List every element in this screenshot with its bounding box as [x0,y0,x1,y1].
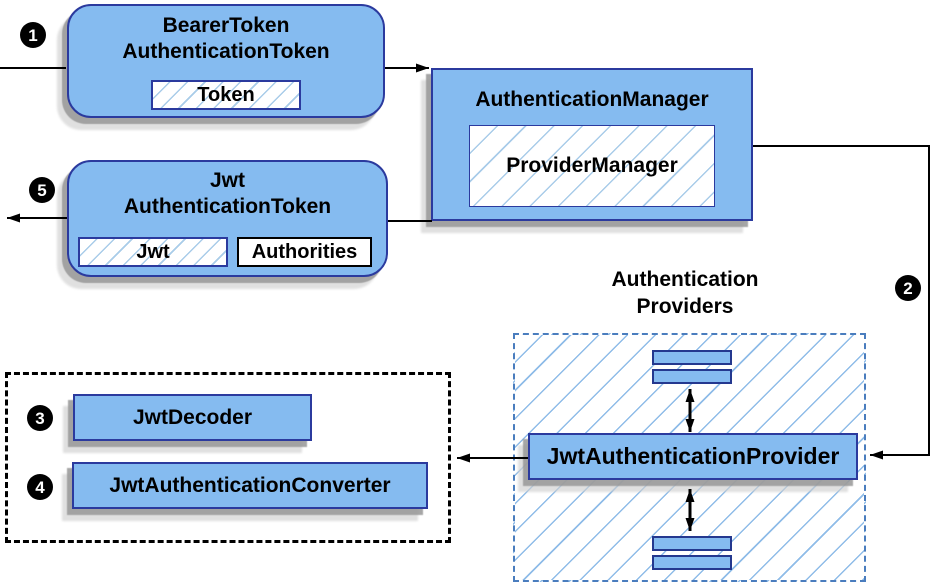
authorities-chip: Authorities [237,237,372,267]
bearer-token-node-title: BearerToken AuthenticationToken [69,6,383,65]
jwt-chip: Jwt [78,237,228,267]
step-1-badge: 1 [20,22,46,48]
jwt-authentication-token-title: Jwt AuthenticationToken [69,162,386,220]
authentication-providers-label-line2: Providers [636,295,734,318]
provider-manager-inner-box: ProviderManager [469,125,715,207]
bearer-token-title-line2: AuthenticationToken [122,40,330,63]
provider-placeholder-bar [652,555,732,570]
provider-placeholder-bar [652,350,732,365]
provider-placeholder-bar [652,536,732,551]
bearer-token-title-line1: BearerToken [162,14,290,37]
step-5-badge: 5 [29,177,55,203]
jwt-authentication-token-title-line2: AuthenticationToken [123,195,332,218]
authentication-providers-label-line1: Authentication [611,268,759,291]
step-4-badge: 4 [27,474,53,500]
token-chip: Token [151,80,301,110]
authentication-manager-title: AuthenticationManager [475,88,709,111]
step-3-badge: 3 [27,405,53,431]
authentication-providers-label: Authentication Providers [535,266,835,320]
decoder-converter-group-box [5,372,451,543]
jwt-authentication-token-title-line1: Jwt [209,169,245,192]
step-2-badge: 2 [895,275,921,301]
jwt-authentication-provider-node: JwtAuthenticationProvider [528,433,858,480]
bearer-token-authentication-token-node: BearerToken AuthenticationToken Token [67,4,385,118]
jwt-authentication-token-node: Jwt AuthenticationToken Jwt Authorities [67,160,388,277]
jwt-decoder-node: JwtDecoder [73,394,312,441]
jwt-authentication-converter-node: JwtAuthenticationConverter [72,462,428,509]
provider-placeholder-bar [652,369,732,384]
authentication-manager-node: AuthenticationManager ProviderManager [431,68,753,221]
